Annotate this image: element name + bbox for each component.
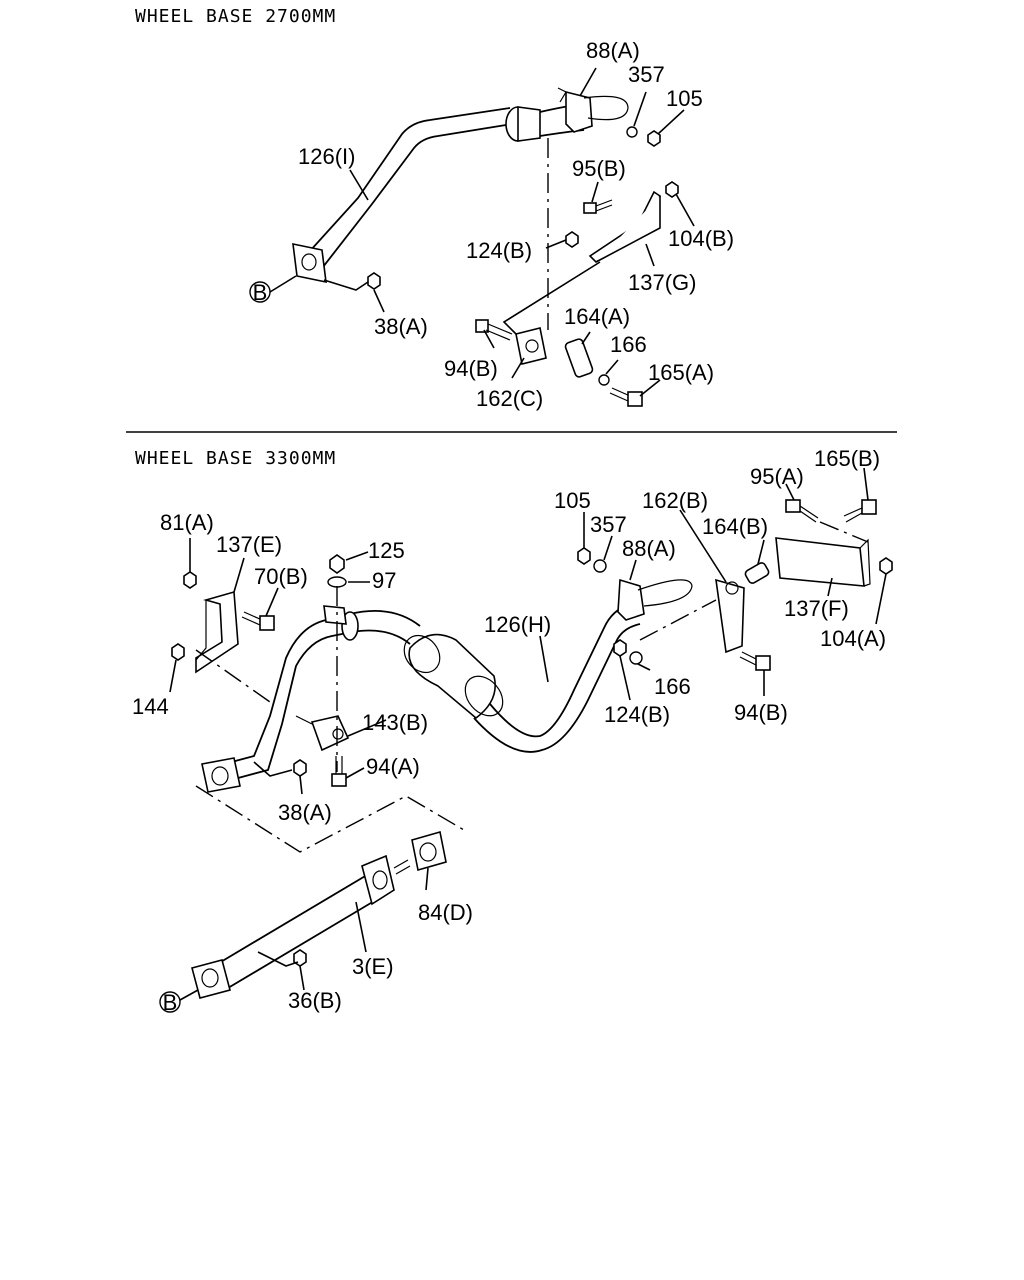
bolt-165A — [609, 387, 643, 407]
callout-165B: 165(B) — [814, 446, 880, 471]
callout-164A: 164(A) — [564, 304, 630, 329]
bolt-165B — [843, 499, 877, 523]
sleeve-164B — [744, 562, 770, 584]
callout-70B: 70(B) — [254, 564, 308, 589]
callout-166-wb2700: 166 — [610, 332, 647, 357]
ref-b-circle-wb2700: B — [249, 275, 297, 305]
front-pipe-126I — [292, 103, 585, 284]
hanger-88A — [557, 87, 629, 133]
washer-166-wb2700 — [598, 374, 610, 386]
hanger-plate-97 — [323, 605, 347, 625]
callout-126I: 126(I) — [298, 144, 355, 169]
callout-126H: 126(H) — [484, 612, 551, 637]
callout-88A-wb2700: 88(A) — [586, 38, 640, 63]
callout-137G: 137(G) — [628, 270, 696, 295]
washer-97 — [327, 576, 347, 588]
tail-pipe-3E — [191, 854, 411, 999]
callout-84D: 84(D) — [418, 900, 473, 925]
nut-38A-wb2700 — [367, 272, 381, 290]
callout-97: 97 — [372, 568, 396, 593]
ref-b-circle-wb3300: B — [159, 989, 199, 1015]
bolt-94A — [331, 756, 347, 787]
callout-104A: 104(A) — [820, 626, 886, 651]
nut-105-wb3300 — [577, 547, 591, 565]
callout-94B-wb3300: 94(B) — [734, 700, 788, 725]
callout-124B-wb2700: 124(B) — [466, 238, 532, 263]
nut-125 — [329, 554, 345, 574]
callout-104B-wb2700: 104(B) — [668, 226, 734, 251]
callout-3E: 3(E) — [352, 954, 394, 979]
callout-143B: 143(B) — [362, 710, 428, 735]
sleeve-164A — [564, 338, 594, 378]
bolt-94B-wb3300 — [739, 651, 771, 671]
callout-357-wb2700: 357 — [628, 62, 665, 87]
nut-38A-wb3300 — [293, 759, 307, 777]
callout-165A: 165(A) — [648, 360, 714, 385]
nut-104A — [879, 557, 893, 575]
hanger-88A-wb3300 — [617, 578, 693, 621]
washer-166-wb3300 — [629, 651, 643, 665]
callout-94A: 94(A) — [366, 754, 420, 779]
section-title-wb2700: WHEEL BASE 2700MM — [135, 6, 336, 27]
callout-357-wb3300: 357 — [590, 512, 627, 537]
bracket-137F — [775, 537, 871, 587]
callout-105-wb3300: 105 — [554, 488, 591, 513]
callout-38A-wb2700: 38(A) — [374, 314, 428, 339]
bolt-95A — [785, 499, 819, 523]
nut-36B — [293, 949, 307, 967]
front-pipe-126H — [201, 603, 641, 793]
callout-162B: 162(B) — [642, 488, 708, 513]
callout-166-wb3300: 166 — [654, 674, 691, 699]
nut-81A — [183, 571, 197, 589]
gasket-84D — [411, 830, 447, 872]
leader-lines-wb2700 — [323, 67, 695, 397]
bolt-94B-wb2700 — [475, 319, 513, 341]
bracket-137G — [588, 190, 661, 264]
nut-104B-wb2700 — [665, 181, 679, 198]
bolt-95B-wb2700 — [583, 199, 613, 214]
callout-b-wb2700: B — [253, 280, 268, 305]
callout-125: 125 — [368, 538, 405, 563]
callout-137E: 137(E) — [216, 532, 282, 557]
callout-95A: 95(A) — [750, 464, 804, 489]
callout-137F: 137(F) — [784, 596, 849, 621]
callout-95B-wb2700: 95(B) — [572, 156, 626, 181]
callout-162C: 162(C) — [476, 386, 543, 411]
callout-164B: 164(B) — [702, 514, 768, 539]
nut-105-wb2700 — [647, 130, 661, 147]
callout-124B-wb3300: 124(B) — [604, 702, 670, 727]
callout-94B-wb2700: 94(B) — [444, 356, 498, 381]
callout-144: 144 — [132, 694, 169, 719]
nut-124B-wb2700 — [565, 231, 579, 248]
bolt-70B — [241, 611, 275, 631]
leader-lines-wb3300 — [169, 467, 887, 991]
section-title-wb3300: WHEEL BASE 3300MM — [135, 448, 336, 469]
callout-105-wb2700: 105 — [666, 86, 703, 111]
rubber-mount-143B — [295, 715, 350, 752]
nut-144 — [171, 643, 185, 661]
washer-357-wb3300 — [593, 559, 607, 573]
callout-38A-wb3300: 38(A) — [278, 800, 332, 825]
callout-b-wb3300: B — [163, 990, 178, 1015]
callout-88A-wb3300: 88(A) — [622, 536, 676, 561]
nut-124B-wb3300 — [613, 639, 627, 657]
bracket-137E — [195, 590, 239, 674]
callout-81A: 81(A) — [160, 510, 214, 535]
callout-36B: 36(B) — [288, 988, 342, 1013]
rubber-mount-162C — [515, 327, 547, 365]
rubber-mount-162B — [715, 578, 745, 654]
washer-357-wb2700 — [626, 126, 638, 138]
